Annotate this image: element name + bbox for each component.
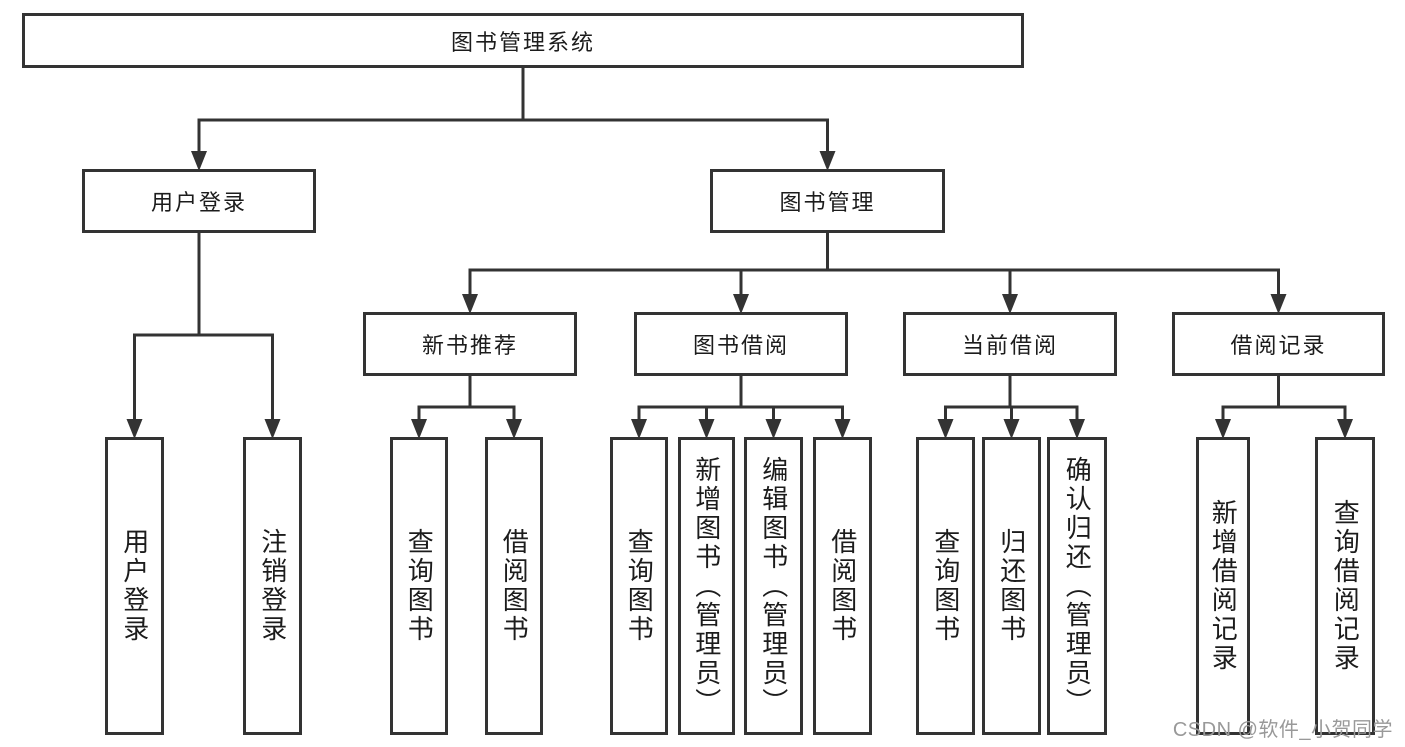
arrowhead-icon — [264, 419, 281, 439]
arrowhead-icon — [1069, 419, 1085, 439]
diagram-node-current-1: 查询图书 — [916, 437, 975, 735]
diagram-node-borrow-4: 借阅图书 — [813, 437, 872, 735]
diagram-node-label: 借阅图书 — [499, 528, 530, 644]
diagram-node-login: 用户登录 — [82, 169, 316, 233]
diagram-node-label: 图书管理系统 — [450, 29, 595, 55]
diagram-node-label: 图书借阅 — [692, 333, 789, 358]
diagram-node-label: 查询借阅记录 — [1330, 499, 1361, 673]
diagram-node-current-2: 归还图书 — [982, 437, 1041, 735]
arrowhead-icon — [1337, 419, 1353, 439]
arrowhead-icon — [191, 151, 207, 171]
diagram-node-record-1: 新增借阅记录 — [1196, 437, 1250, 735]
diagram-node-login-2: 注销登录 — [243, 437, 302, 735]
arrowhead-icon — [819, 151, 836, 171]
diagram-node-label: 借阅图书 — [827, 528, 858, 644]
arrowhead-icon — [462, 294, 478, 314]
diagram-node-rec: 新书推荐 — [363, 312, 577, 376]
arrowhead-icon — [698, 419, 715, 439]
arrowhead-icon — [733, 294, 749, 314]
arrowhead-icon — [631, 419, 647, 439]
diagram-node-label: 借阅记录 — [1230, 333, 1327, 358]
arrowhead-icon — [506, 419, 522, 439]
diagram-node-label: 查询图书 — [930, 528, 961, 644]
diagram-node-rec-1: 查询图书 — [390, 437, 448, 735]
arrowhead-icon — [1270, 294, 1287, 314]
diagram-node-login-1: 用户登录 — [105, 437, 164, 735]
arrowhead-icon — [411, 419, 427, 439]
watermark-text: CSDN @软件_小贺同学 — [1172, 719, 1393, 741]
arrowhead-icon — [765, 419, 782, 439]
diagram-node-record-2: 查询借阅记录 — [1315, 437, 1375, 735]
diagram-node-borrow-3: 编辑图书（管理员） — [744, 437, 803, 735]
diagram-node-root: 图书管理系统 — [22, 13, 1024, 68]
diagram-node-label: 用户登录 — [119, 528, 150, 644]
diagram-node-label: 注销登录 — [257, 528, 288, 644]
diagram-node-mgmt: 图书管理 — [710, 169, 945, 233]
diagram-node-current: 当前借阅 — [903, 312, 1117, 376]
arrowhead-icon — [1215, 419, 1231, 439]
arrowhead-icon — [834, 419, 851, 439]
diagram-node-label: 新书推荐 — [421, 333, 518, 358]
diagram-node-label: 归还图书 — [996, 528, 1027, 644]
diagram-node-label: 当前借阅 — [961, 333, 1058, 358]
diagram-node-label: 用户登录 — [150, 190, 247, 215]
diagram-node-borrow-2: 新增图书（管理员） — [678, 437, 735, 735]
diagram-node-rec-2: 借阅图书 — [485, 437, 543, 735]
diagram-node-label: 确认归还（管理员） — [1062, 455, 1093, 717]
diagram-node-label: 查询图书 — [624, 528, 655, 644]
diagram-node-record: 借阅记录 — [1172, 312, 1385, 376]
arrowhead-icon — [1003, 419, 1020, 439]
diagram-node-label: 查询图书 — [404, 528, 435, 644]
arrowhead-icon — [937, 419, 954, 439]
diagram-node-current-3: 确认归还（管理员） — [1047, 437, 1107, 735]
arrowhead-icon — [1002, 294, 1018, 314]
diagram-node-label: 编辑图书（管理员） — [758, 455, 789, 717]
diagram-node-borrow-1: 查询图书 — [610, 437, 668, 735]
diagram-node-borrow: 图书借阅 — [634, 312, 848, 376]
diagram-node-label: 新增借阅记录 — [1208, 499, 1239, 673]
diagram-node-label: 新增图书（管理员） — [691, 455, 722, 717]
arrowhead-icon — [126, 419, 143, 439]
diagram-node-label: 图书管理 — [779, 190, 876, 215]
